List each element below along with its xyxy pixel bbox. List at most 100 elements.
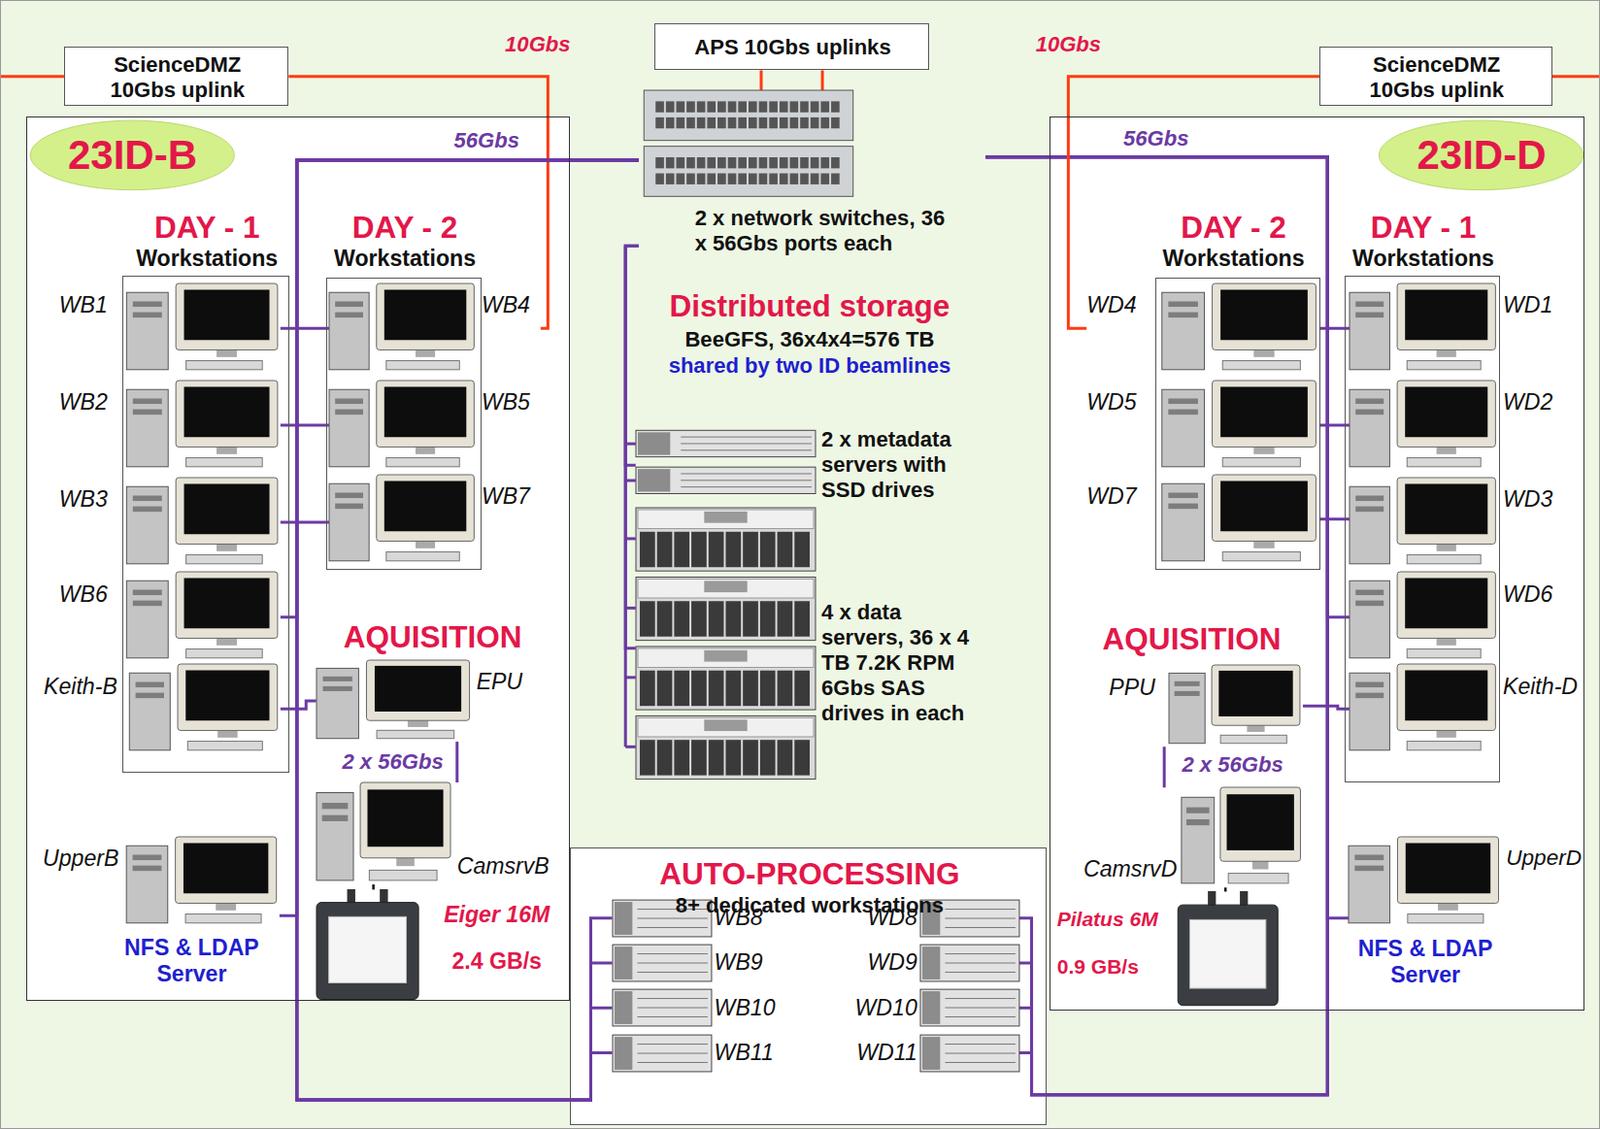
network-link	[297, 160, 639, 1100]
node-label: DAY - 1	[117, 208, 298, 246]
network-link	[371, 884, 375, 890]
processing-group: WB8WB9WB10WB11WD8WD9WD10WD11AUTO-PROCESS…	[569, 847, 1047, 1126]
node-label: WD6	[1502, 580, 1583, 609]
wire-stub	[0, 74, 65, 78]
node-note: Workstations	[1337, 243, 1510, 275]
node-label: Keith-B	[43, 671, 126, 700]
node-label: CamsrvB	[457, 851, 570, 880]
uplink-box: ScienceDMZ 10Gbs uplink	[1319, 46, 1553, 106]
node-label: 2 x metadata servers with SSD drives	[821, 426, 983, 504]
workstation: WB4	[329, 283, 541, 373]
network-link	[297, 160, 639, 1100]
network-link	[1163, 746, 1167, 788]
network-link	[297, 160, 639, 1100]
wire-stub	[625, 478, 636, 482]
workstation: WD4	[1086, 283, 1320, 373]
workstation-group: WB1WB2WB3WB6Keith-BDAY - 1Workstations	[122, 275, 290, 773]
node-label: WD11	[840, 1038, 918, 1067]
detector: Eiger 16M 2.4 GB/s	[316, 889, 570, 1000]
workstation: WB6	[59, 571, 281, 662]
network-link	[985, 157, 1350, 618]
node-label: WD7	[1086, 482, 1159, 511]
network-link	[455, 741, 459, 783]
network-link	[985, 157, 1328, 1096]
section-label: AQUISITION	[1084, 621, 1300, 659]
processing-server: WB11	[612, 1033, 792, 1074]
node-label: WD9	[840, 948, 918, 977]
node-label: AUTO-PROCESSING	[570, 855, 1048, 895]
metadata-servers: 2 x metadata servers with SSD drives	[635, 424, 983, 506]
node-label: CamsrvD	[1083, 855, 1178, 884]
workstation: WD3	[1349, 477, 1583, 567]
processing-server: WB10	[612, 987, 792, 1029]
node-note: Workstations	[308, 243, 501, 275]
network-link	[821, 69, 825, 91]
node-label: 4 x data servers, 36 x 4 TB 7.2K RPM 6Gb…	[821, 600, 983, 786]
wire-stub	[625, 745, 636, 749]
workstation-group: WB4WB5WB7DAY - 2Workstations	[326, 277, 482, 571]
network-link	[985, 157, 1328, 1096]
node-note: NFS & LDAP Server	[1348, 930, 1502, 994]
network-link	[279, 160, 639, 916]
node-note: 8+ dedicated workstations	[570, 891, 1048, 920]
workstation: WB7	[329, 474, 541, 565]
node-note: Workstations	[117, 243, 298, 275]
network-link	[1302, 705, 1350, 709]
server-workstation: UpperD NFS & LDAP Server	[1348, 836, 1582, 1000]
beamline-region: WD4WD5WD7DAY - 2Workstations WD1WD2WD3WD6…	[1049, 116, 1585, 1012]
node-label: WD5	[1086, 388, 1159, 417]
node-label: 23ID-B	[30, 120, 234, 190]
section-label: BeeGFS, 36x4x4=576 TB	[633, 326, 987, 353]
node-label: Keith-D	[1502, 671, 1583, 700]
node-label: WB5	[481, 388, 541, 417]
beamline-region: WB1WB2WB3WB6Keith-BDAY - 1WorkstationsWB…	[26, 116, 570, 1001]
link-speed: 56Gbs	[1115, 125, 1198, 152]
network-link	[1224, 887, 1228, 892]
wire-stub	[625, 536, 636, 540]
network-link	[280, 160, 639, 618]
workstation: WD1	[1349, 283, 1583, 373]
workstation: PPU	[1108, 665, 1303, 747]
detector: Pilatus 6M 0.9 GB/s	[1053, 891, 1278, 1006]
node-label: 2 x network switches, 36 x 56Gbs ports e…	[695, 202, 946, 260]
processing-server: WB9	[612, 942, 792, 984]
node-label: WB3	[59, 485, 123, 514]
wire-stub	[625, 442, 636, 446]
node-label: WB4	[481, 291, 541, 320]
network-link	[280, 520, 330, 524]
workstation: WB3	[59, 477, 281, 567]
network-link	[985, 157, 1349, 919]
workstation: WD6	[1349, 571, 1583, 662]
node-label: UpperB	[42, 844, 123, 873]
node-label: WB9	[714, 948, 792, 977]
node-label: WB2	[59, 388, 123, 417]
node-note: Workstations	[1150, 243, 1316, 275]
node-label: WD2	[1502, 388, 1583, 417]
network-link	[297, 160, 639, 1100]
workstation: WD2	[1349, 380, 1583, 470]
node-note: 0.9 GB/s	[1057, 950, 1176, 984]
node-label: PPU	[1108, 673, 1166, 702]
node-label: WB7	[481, 482, 541, 511]
node-label: WD10	[840, 994, 918, 1023]
node-note: NFS & LDAP Server	[103, 930, 280, 992]
link-speed: 10Gbs	[497, 32, 579, 59]
node-label: EPU	[476, 667, 534, 697]
node-label: Pilatus 6M	[1057, 903, 1176, 937]
workstation: WD5	[1086, 380, 1320, 470]
node-label: UpperD	[1505, 844, 1582, 873]
node-note: 2.4 GB/s	[424, 944, 569, 980]
network-link	[985, 157, 1328, 1096]
node-label: WB10	[714, 994, 792, 1023]
node-label: 23ID-D	[1379, 120, 1584, 190]
wire-stub	[625, 675, 636, 679]
wire-stub	[625, 606, 636, 610]
link-speed: 10Gbs	[1027, 32, 1109, 59]
section-label: Distributed storage	[633, 286, 987, 326]
server-workstation: UpperB NFS & LDAP Server	[42, 836, 280, 996]
node-label: WD3	[1502, 485, 1583, 514]
node-label: WD1	[1502, 291, 1583, 320]
workstation: CamsrvB	[316, 782, 570, 885]
workstation-group: WD4WD5WD7DAY - 2Workstations	[1155, 277, 1321, 571]
node-label: Eiger 16M	[424, 898, 569, 934]
